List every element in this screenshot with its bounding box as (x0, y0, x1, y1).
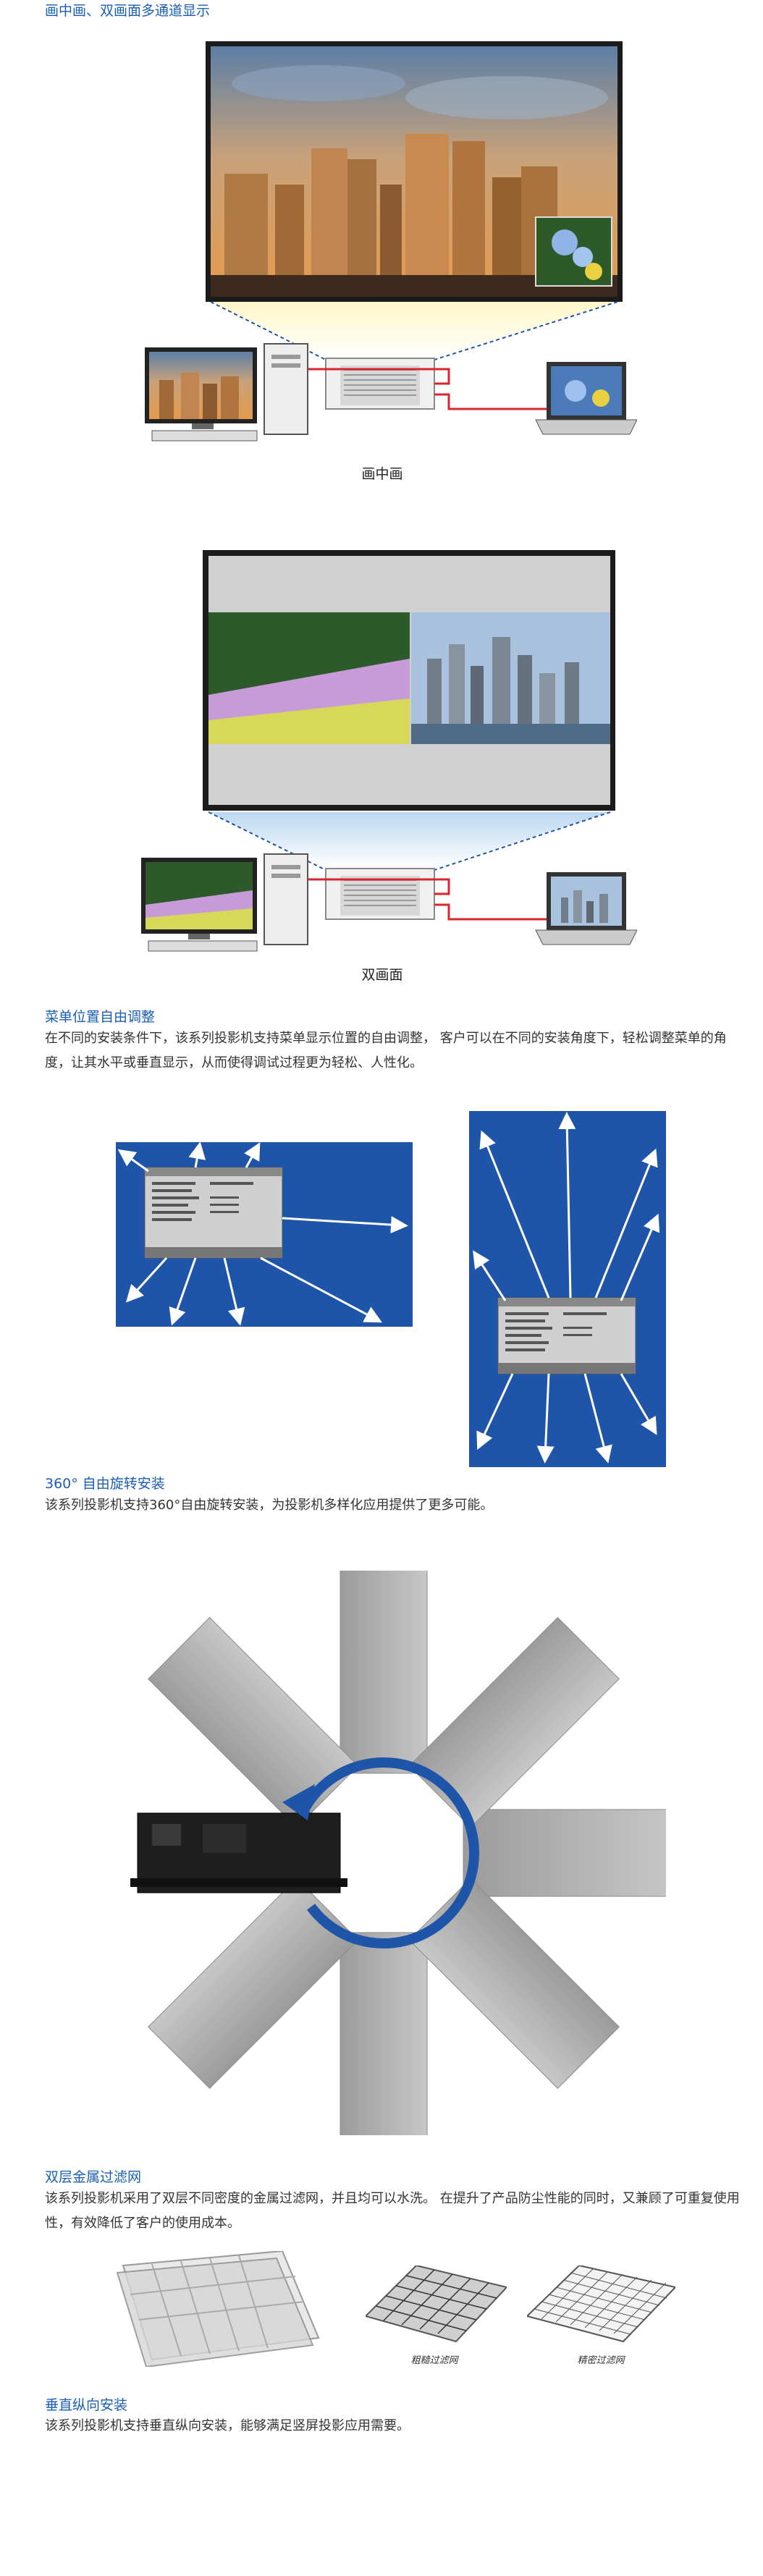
section-title-pip: 画中画、双画面多通道显示 (45, 3, 211, 19)
rotation-diagram (130, 1571, 666, 2135)
pbp-diagram (141, 550, 637, 952)
section-body-rotation: 该系列投影机支持360°自由旋转安装，为投影机多样化应用提供了更多可能。 (45, 1498, 494, 1513)
section-title-filter: 双层金属过滤网 (45, 2169, 142, 2185)
menu-vertical-diagram (469, 1111, 666, 1467)
pip-caption: 画中画 (361, 466, 403, 482)
coarse-filter-image (366, 2265, 507, 2343)
pip-diagram (145, 41, 637, 442)
section-title-vertical: 垂直纵向安装 (45, 2397, 128, 2413)
fine-filter-image (527, 2265, 675, 2343)
filter-stack-image (116, 2251, 320, 2367)
coarse-filter-label: 粗糙过滤网 (410, 2355, 458, 2366)
section-title-rotation: 360° 自由旋转安装 (45, 1476, 165, 1492)
section-body-vertical: 该系列投影机支持垂直纵向安装，能够满足竖屏投影应用需要。 (45, 2418, 410, 2433)
fine-filter-label: 精密过滤网 (577, 2355, 625, 2366)
section-title-menu: 菜单位置自由调整 (45, 1009, 156, 1025)
pbp-caption: 双画面 (361, 967, 403, 983)
section-body-menu: 在不同的安装条件下，该系列投影机支持菜单显示位置的自由调整， 客户可以在不同的安… (45, 1031, 727, 1070)
section-body-filter: 该系列投影机采用了双层不同密度的金属过滤网，并且均可以水洗。 在提升了产品防尘性… (45, 2191, 740, 2231)
menu-horizontal-diagram (116, 1142, 413, 1327)
